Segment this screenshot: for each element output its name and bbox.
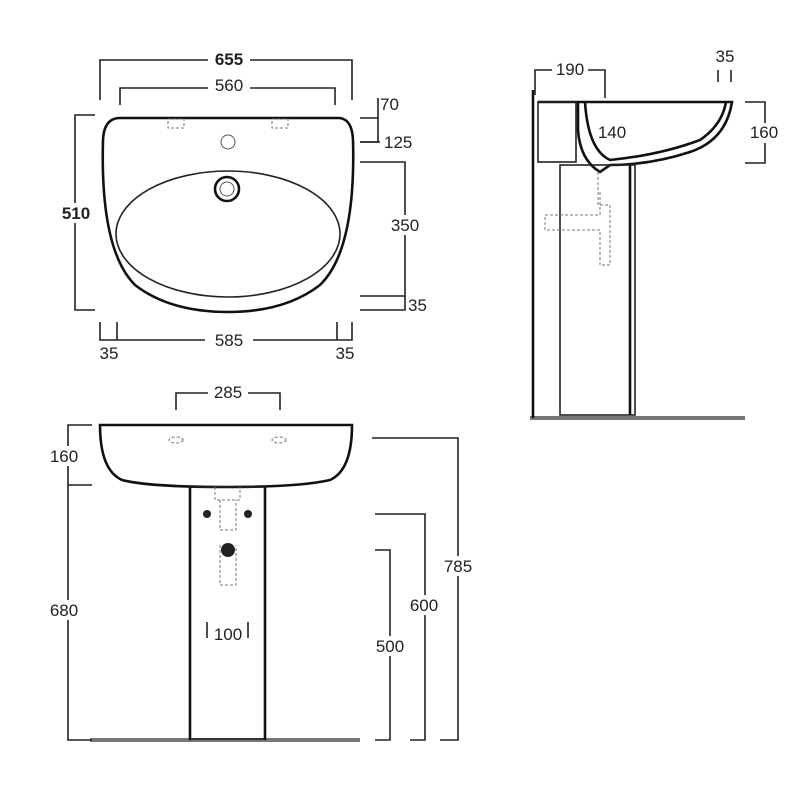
pedestal-front: [189, 486, 266, 740]
drain-inner: [219, 181, 235, 197]
dim-pedestal-height: 680: [50, 601, 78, 620]
dim-bowl-depth: 350: [391, 216, 419, 235]
waste-outlet: [221, 543, 235, 557]
dim-fixing-span: 285: [214, 383, 242, 402]
overflow-slot-right: [271, 118, 289, 129]
dim-wall-projection: 190: [556, 60, 584, 79]
dim-overall-width: 655: [215, 50, 243, 69]
dim-line-35-side: [717, 70, 732, 82]
dim-line-160-680: [67, 424, 92, 741]
fixing-bolt-right: [244, 510, 252, 518]
dim-basin-height-front: 160: [50, 447, 78, 466]
front-view: 285 160 680 100 785 600 500: [45, 383, 480, 742]
dim-total-height: 785: [444, 557, 472, 576]
dim-line-70b: [360, 118, 379, 143]
tap-hole-left: [168, 436, 184, 444]
dim-rim-thickness: 35: [716, 47, 735, 66]
dim-fixing-height: 600: [410, 596, 438, 615]
dim-right-margin: 35: [336, 344, 355, 363]
overflow-slot-left: [167, 118, 185, 129]
pedestal-side: [559, 164, 636, 416]
dim-left-margin: 35: [100, 344, 119, 363]
dim-tap-span: 560: [215, 76, 243, 95]
fixing-bolt-left: [203, 510, 211, 518]
top-view: 655 560 510 70 125 350 35 585 35 35: [55, 50, 427, 363]
tap-hole: [220, 134, 236, 150]
tap-hole-right: [271, 436, 287, 444]
basin-outline-top: [101, 116, 355, 314]
dim-front-rim: 35: [408, 296, 427, 315]
basin-front: [98, 423, 354, 489]
dim-waste-height: 500: [376, 637, 404, 656]
pedestal-edges: [188, 487, 267, 740]
dim-waste-width: 100: [214, 625, 242, 644]
dim-inner-depth: 140: [598, 123, 626, 142]
dim-taphole-offset: 125: [384, 133, 412, 152]
dim-line-70: [360, 98, 379, 119]
wall-bracket: [537, 101, 577, 163]
dim-line-600: [375, 513, 426, 741]
dim-bowl-width: 585: [215, 331, 243, 350]
bowl-outline: [115, 170, 341, 298]
basin-profile-side: [538, 100, 734, 174]
waste-trap-front: [214, 487, 241, 586]
side-view: 190 35 140 160: [530, 47, 786, 420]
trap-side: [544, 172, 611, 266]
dim-line-100: [206, 622, 249, 638]
dim-rim-to-taphole: 70: [380, 95, 399, 114]
drain-hole: [213, 175, 241, 203]
dim-line-785: [372, 437, 459, 741]
dim-basin-height-side: 160: [750, 123, 778, 142]
dim-depth: 510: [62, 204, 90, 223]
dim-line-35-front: [360, 296, 406, 311]
